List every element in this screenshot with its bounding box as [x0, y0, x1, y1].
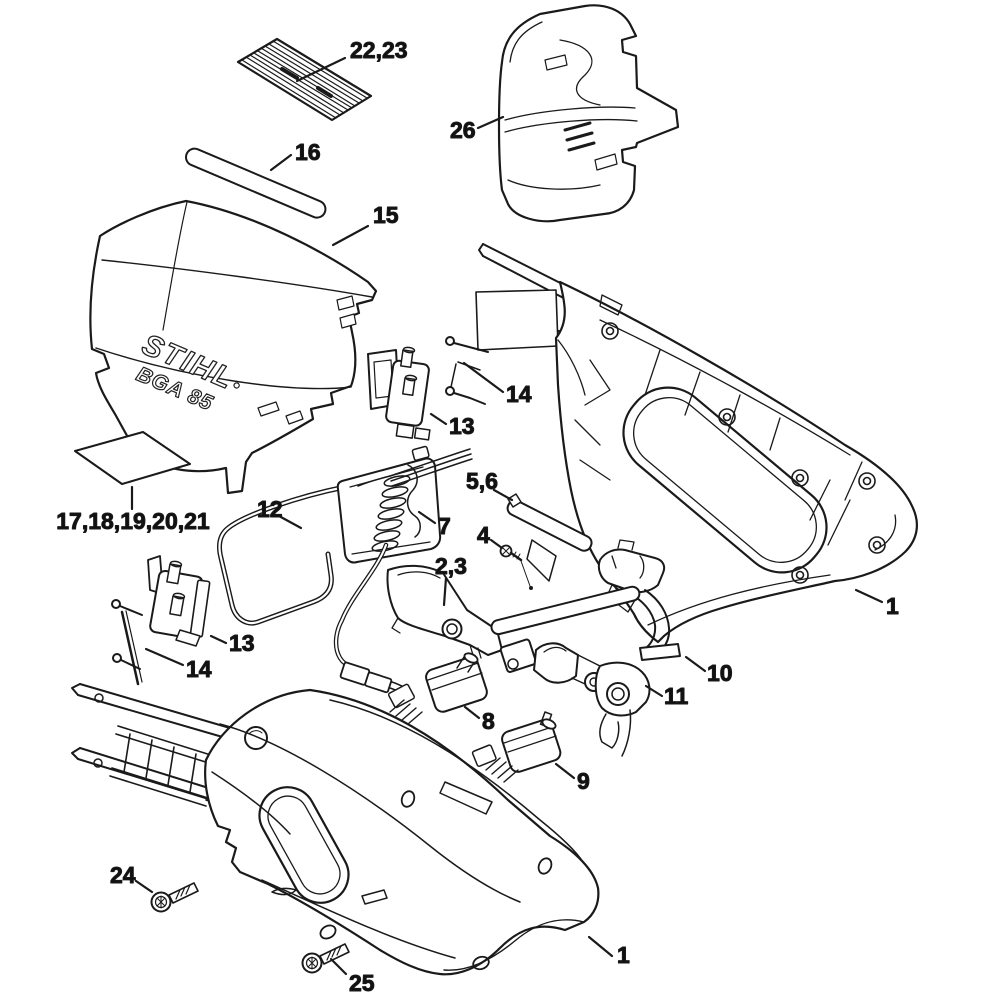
part-label-7: 7	[438, 513, 451, 539]
part-label-8: 8	[482, 708, 495, 734]
part-label-22-23: 22,23	[350, 37, 408, 63]
part-label-1-bottom: 1	[617, 942, 630, 968]
switch-9	[471, 711, 562, 783]
part-label-10: 10	[707, 660, 733, 686]
cover-26	[497, 4, 680, 223]
part-label-26: 26	[450, 117, 476, 143]
info-label-plate-22-23	[236, 37, 373, 122]
housing-left-1	[204, 688, 600, 976]
part-label-5-6: 5,6	[466, 468, 498, 494]
part-label-17-21: 17,18,19,20,21	[56, 508, 210, 534]
assembly-11	[490, 585, 651, 757]
screw-4	[499, 544, 533, 590]
part-label-4: 4	[477, 522, 490, 548]
wire-12	[216, 484, 348, 626]
bracket-10	[597, 539, 681, 661]
trademark-dot	[233, 382, 240, 389]
spring-14-right	[445, 336, 489, 405]
part-label-13-right: 13	[449, 413, 475, 439]
part-label-16: 16	[295, 139, 321, 165]
strip-16	[185, 147, 327, 219]
part-label-13-left: 13	[229, 630, 255, 656]
part-label-24: 24	[110, 862, 136, 888]
cable-connector	[339, 661, 409, 696]
part-label-25: 25	[349, 970, 375, 996]
part-label-15: 15	[373, 202, 399, 228]
screw-24	[150, 882, 199, 913]
label-plate-17-21	[74, 431, 191, 485]
switch-13-left	[147, 555, 211, 647]
part-label-12: 12	[257, 496, 283, 522]
housing-right-1	[475, 243, 919, 644]
part-number-labels: 22,23 16 15 26 14 13 5,6 7 4 2,3 17,18,1…	[56, 37, 900, 997]
part-label-9: 9	[577, 768, 590, 794]
part-label-14-left: 14	[186, 656, 212, 682]
part-label-11: 11	[664, 683, 689, 709]
harness-7	[333, 445, 473, 696]
part-label-14-right: 14	[506, 381, 532, 407]
leader-lines	[130, 56, 884, 976]
screw-25	[301, 943, 350, 974]
part-label-2-3: 2,3	[435, 553, 467, 579]
strip-5-6	[506, 493, 593, 582]
switch-8	[387, 652, 488, 725]
spring-14-left	[111, 599, 143, 686]
cover-15: STIHL BGA 85	[89, 199, 378, 495]
rail-assembly-left	[71, 683, 236, 807]
switch-13-right	[367, 346, 431, 441]
trigger-2-3	[386, 564, 503, 659]
part-label-1-right: 1	[886, 593, 899, 619]
